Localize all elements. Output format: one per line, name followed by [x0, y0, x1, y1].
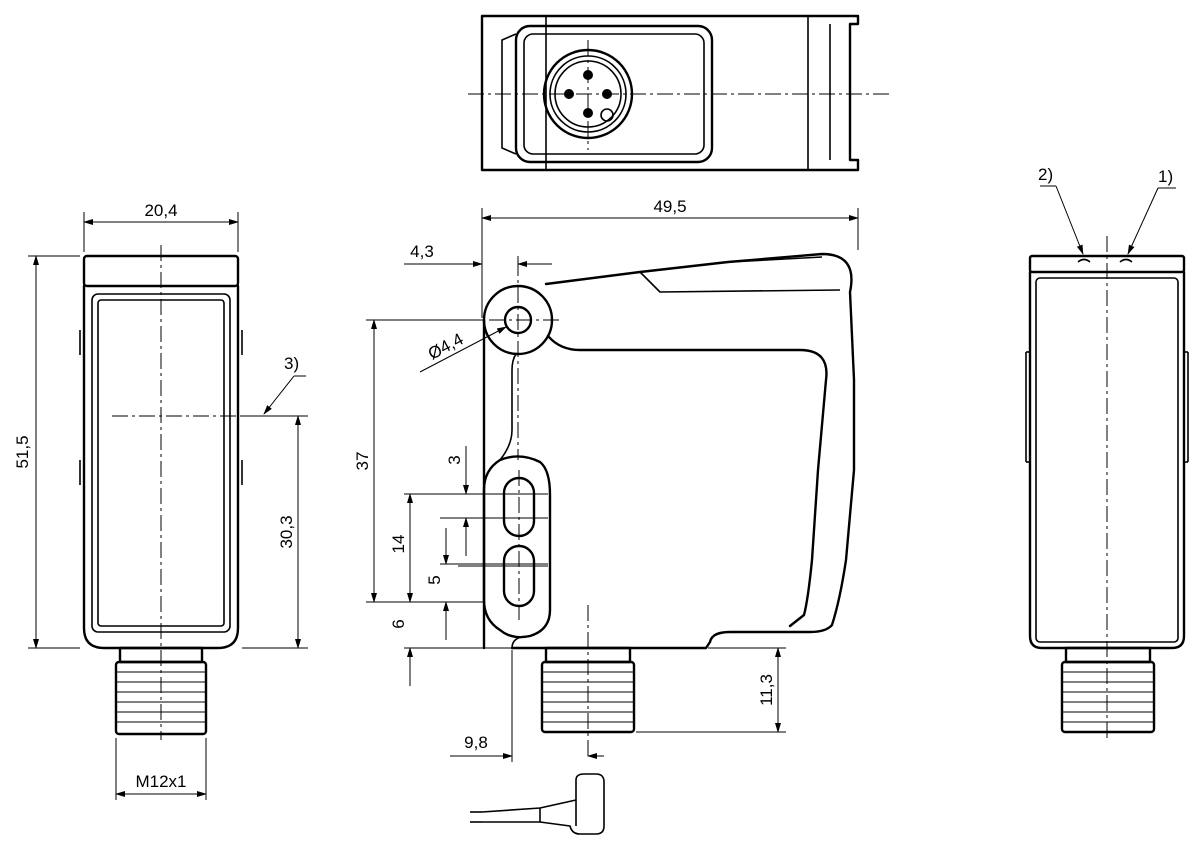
front-view	[79, 245, 270, 740]
dim-slot-width: 5	[425, 575, 444, 584]
dim-connector-length: 11,3	[757, 674, 776, 706]
dim-thread: M12x1	[135, 772, 186, 791]
side-view	[462, 252, 856, 760]
dim-hole-offset: 4,3	[410, 242, 434, 261]
dim-total-width: 49,5	[653, 197, 686, 216]
dim-base-offset: 6	[389, 619, 408, 628]
dim-connector-offset: 9,8	[464, 733, 488, 752]
rear-view: 2) 1)	[1025, 165, 1189, 740]
dim-slot-gap: 3	[445, 455, 464, 464]
note-1-label: 1)	[1158, 167, 1173, 186]
side-dimensions: 49,5 4,3 Ø4,4 37 3 14 5	[353, 197, 859, 762]
m12-connector-rear	[1060, 646, 1156, 734]
dim-front-width: 20,4	[144, 201, 177, 220]
front-dimensions: 20,4 51,5 30,3 M12x1 3)	[13, 201, 308, 800]
note-2-label: 2)	[1038, 165, 1053, 184]
note-3-label: 3)	[284, 354, 299, 373]
top-view	[468, 14, 890, 172]
dim-note3-height: 30,3	[277, 515, 296, 548]
dim-front-height: 51,5	[13, 435, 32, 468]
angled-plug	[470, 773, 605, 835]
dim-slot-pitch: 14	[389, 535, 408, 554]
dim-hole-to-base: 37	[353, 452, 372, 471]
